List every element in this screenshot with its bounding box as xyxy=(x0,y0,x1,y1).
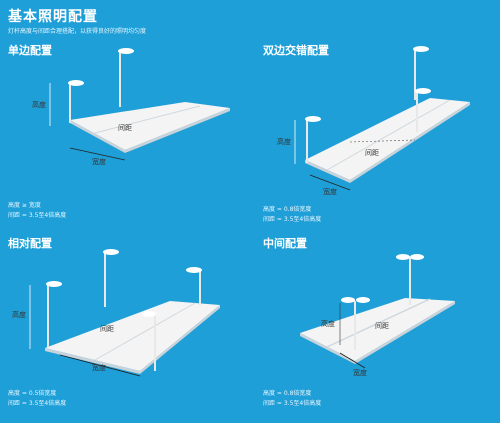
width-dim-line xyxy=(59,354,141,377)
staggered-config-panel: 双边交错配置 高度 间距 宽度 高度 = 0.8倍宽度 间距 = 3.5至4倍高… xyxy=(255,40,500,230)
luminaire xyxy=(46,281,62,287)
spacing-label: 间距 xyxy=(365,149,379,157)
note-height: 高度 = 0.5倍宽度 xyxy=(8,390,57,397)
width-label: 宽度 xyxy=(353,368,367,377)
spacing-label: 间距 xyxy=(375,322,389,330)
luminaire xyxy=(413,46,429,52)
luminaire xyxy=(68,80,84,86)
section-title: 中间配置 xyxy=(263,237,307,250)
luminaire xyxy=(305,116,321,122)
road-edge xyxy=(305,160,350,183)
lane-line xyxy=(94,302,196,361)
road-edge xyxy=(140,305,220,374)
page-title: 基本照明配置 xyxy=(8,9,98,25)
opposite-diagram: 高度 间距 宽度 xyxy=(12,249,220,377)
road-edge xyxy=(300,333,355,364)
road-surface xyxy=(300,298,455,361)
section-title: 相对配置 xyxy=(8,237,52,250)
luminaire xyxy=(103,249,119,255)
width-label: 宽度 xyxy=(92,363,106,372)
road-edge xyxy=(70,120,125,153)
road-edge xyxy=(355,301,455,364)
luminaire xyxy=(396,254,410,260)
center-diagram: 高度 间距 宽度 xyxy=(300,254,455,377)
width-label: 宽度 xyxy=(323,187,337,196)
spacing-label: 间距 xyxy=(100,325,114,333)
height-label: 高度 xyxy=(277,137,291,146)
single-side-config-panel: 单边配置 高度 间距 宽度 高度 ≥ 宽度 间距 = 3.5至4倍高度 xyxy=(0,40,245,230)
note-height: 高度 = 0.8倍宽度 xyxy=(263,390,312,397)
road-surface xyxy=(305,98,470,180)
luminaire xyxy=(186,267,202,273)
luminaire xyxy=(410,254,424,260)
note-spacing: 间距 = 3.5至4倍高度 xyxy=(8,400,67,407)
spacing-label: 间距 xyxy=(118,124,132,132)
median-line xyxy=(326,298,431,348)
width-dim-line xyxy=(69,147,126,161)
road-edge xyxy=(45,348,140,374)
width-label: 宽度 xyxy=(92,157,106,166)
note-height: 高度 = 0.8倍宽度 xyxy=(263,206,312,213)
road-edge xyxy=(125,108,230,153)
luminaire xyxy=(142,311,156,317)
single-side-diagram: 高度 间距 宽度 xyxy=(32,48,230,166)
note-spacing: 间距 = 3.5至4倍高度 xyxy=(263,216,322,223)
width-dim-line xyxy=(339,352,366,369)
height-label: 高度 xyxy=(321,319,335,328)
width-dim-line xyxy=(309,174,351,191)
luminaire xyxy=(356,297,370,303)
staggered-diagram: 高度 间距 宽度 xyxy=(277,46,470,196)
road-surface xyxy=(45,301,220,371)
luminaire xyxy=(415,88,431,94)
section-title: 单边配置 xyxy=(8,44,52,57)
height-label: 高度 xyxy=(32,100,46,109)
page-subtitle: 灯杆高度与间距合理搭配，以获得良好的照明均匀度 xyxy=(8,28,147,35)
note-spacing: 间距 = 3.5至4倍高度 xyxy=(8,212,67,219)
lane-line xyxy=(326,99,451,171)
note-height: 高度 ≥ 宽度 xyxy=(8,202,41,209)
section-title: 双边交错配置 xyxy=(263,44,329,57)
road-edge xyxy=(350,102,470,183)
note-spacing: 间距 = 3.5至4倍高度 xyxy=(263,400,322,407)
height-label: 高度 xyxy=(12,310,26,319)
road-surface xyxy=(70,102,230,150)
spacing-dim-line xyxy=(349,139,416,143)
luminaire xyxy=(118,48,134,54)
luminaire xyxy=(341,297,355,303)
opposite-config-panel: 相对配置 高度 间距 宽度 高度 = 0.5倍宽度 间距 = 3.5至4倍高度 xyxy=(0,233,245,423)
center-config-panel: 中间配置 高度 间距 宽度 高度 = 0.8倍宽度 间距 = 3.5至4倍高度 xyxy=(255,233,500,423)
lane-line xyxy=(94,105,201,134)
